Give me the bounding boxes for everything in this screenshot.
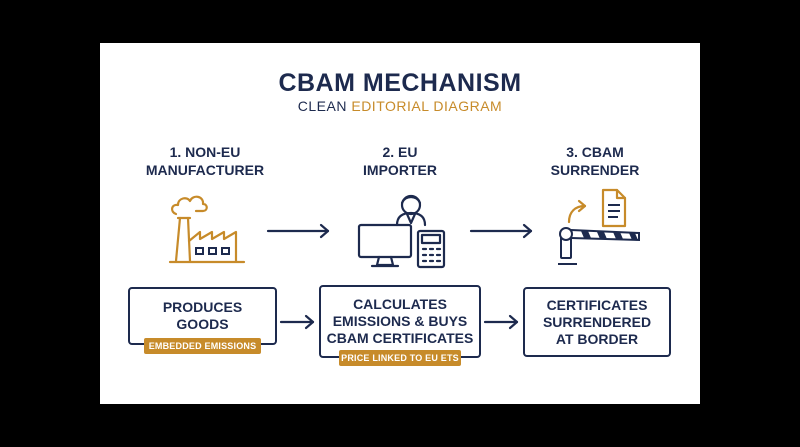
diagram-subtitle: CLEAN EDITORIAL DIAGRAM bbox=[100, 98, 700, 114]
step-2-box-line1: CALCULATES bbox=[353, 296, 447, 312]
subtitle-prefix: CLEAN bbox=[297, 98, 347, 114]
diagram-panel: CBAM MECHANISM CLEAN EDITORIAL DIAGRAM 1… bbox=[100, 43, 700, 404]
step-1-box-line2: GOODS bbox=[176, 316, 229, 332]
border-barrier-document-icon bbox=[558, 188, 640, 265]
step-2-title-line2: IMPORTER bbox=[363, 162, 437, 178]
step-1-box-line1: PRODUCES bbox=[162, 299, 243, 315]
step-2-box-line3: CBAM CERTIFICATES bbox=[326, 330, 474, 346]
step-1-title-line2: MANUFACTURER bbox=[145, 162, 265, 178]
step-3-title-line2: SURRENDER bbox=[550, 162, 640, 178]
step-1-badge: EMBEDDED EMISSIONS bbox=[144, 338, 261, 354]
step-3-title-line1: 3. CBAM bbox=[566, 144, 624, 160]
step-3-box-line2: SURRENDERED bbox=[542, 313, 652, 330]
step-2-title: 2. EU IMPORTER bbox=[315, 143, 485, 179]
step-3-box-line3: AT BORDER bbox=[555, 330, 639, 347]
importer-computer-calculator-icon bbox=[357, 194, 446, 269]
step-2-title-line1: 2. EU bbox=[382, 144, 418, 160]
arrow-right-icon-bottom-1 bbox=[279, 314, 315, 330]
step-2-box: CALCULATES EMISSIONS & BUYS CBAM CERTIFI… bbox=[319, 285, 481, 358]
arrow-right-icon-bottom-2 bbox=[483, 314, 519, 330]
factory-icon bbox=[168, 195, 246, 264]
step-2-box-line2: EMISSIONS & BUYS bbox=[332, 313, 468, 329]
step-2-badge: PRICE LINKED TO EU ETS bbox=[339, 350, 461, 366]
arrow-right-icon-top-1 bbox=[266, 223, 330, 239]
step-1-box: PRODUCES GOODS bbox=[128, 287, 277, 345]
step-3-title: 3. CBAM SURRENDER bbox=[510, 143, 680, 179]
step-3-box: CERTIFICATES SURRENDERED AT BORDER bbox=[523, 287, 671, 357]
arrow-right-icon-top-2 bbox=[469, 223, 533, 239]
subtitle-accent: EDITORIAL DIAGRAM bbox=[351, 98, 503, 114]
step-1-title-line1: 1. NON-EU bbox=[169, 144, 241, 160]
step-3-box-line1: CERTIFICATES bbox=[546, 296, 648, 313]
step-1-title: 1. NON-EU MANUFACTURER bbox=[120, 143, 290, 179]
diagram-title: CBAM MECHANISM bbox=[278, 69, 522, 97]
